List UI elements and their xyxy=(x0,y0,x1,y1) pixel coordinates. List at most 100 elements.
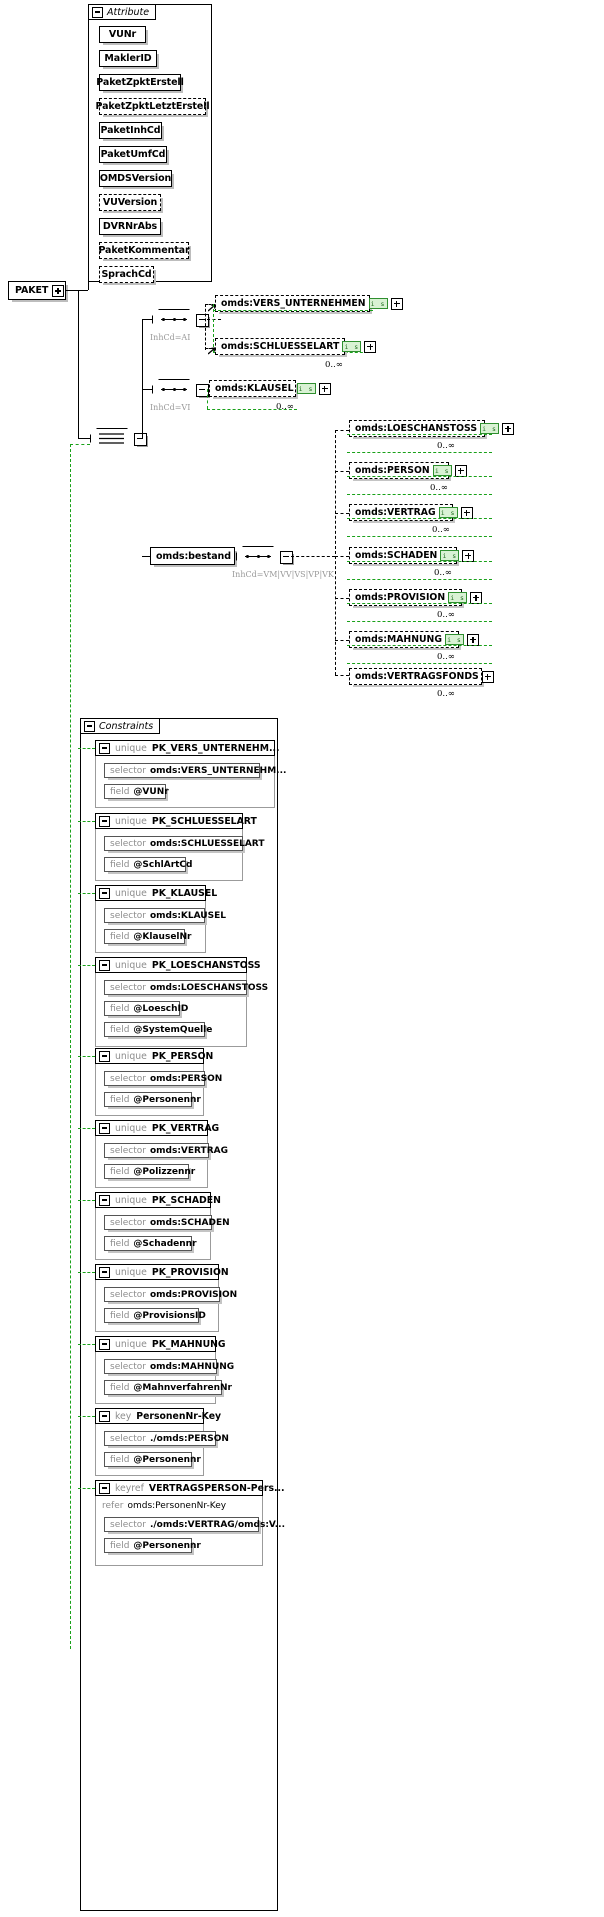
is-badge: i s xyxy=(448,592,468,603)
row-key: field xyxy=(110,1310,130,1321)
plus-icon[interactable] xyxy=(460,506,473,519)
constraint-selector-row[interactable]: selector omds:VERS_UNTERNEHM... xyxy=(104,763,286,778)
attribute-group-header[interactable]: Attribute xyxy=(88,4,157,20)
constraint-field-row[interactable]: field @KlauselNr xyxy=(104,929,191,944)
element-ref-label: omds:PROVISION xyxy=(355,592,446,603)
element-ref-label: omds:PERSON xyxy=(355,465,430,476)
constraint-kind: unique xyxy=(115,1194,147,1206)
row-value: @Schadennr xyxy=(133,1238,197,1249)
constraint-field-row[interactable]: field @Personennr xyxy=(104,1092,201,1107)
constraint-selector-row[interactable]: selector omds:VERTRAG xyxy=(104,1143,228,1158)
constraint-kind: unique xyxy=(115,1050,147,1062)
constraint-field-row[interactable]: field @LoeschID xyxy=(104,1001,188,1016)
row-key: selector xyxy=(110,1289,146,1300)
attribute-box-maklerid[interactable]: MaklerID xyxy=(99,50,157,67)
minus-icon[interactable] xyxy=(99,1482,110,1494)
plus-icon[interactable] xyxy=(364,340,377,353)
minus-icon[interactable] xyxy=(99,1050,110,1062)
collapse-handle[interactable] xyxy=(196,314,209,327)
minus-icon[interactable] xyxy=(92,6,103,18)
green-connector xyxy=(78,1416,95,1417)
attribute-box-paketumfcd[interactable]: PaketUmfCd xyxy=(99,146,167,163)
plus-icon[interactable] xyxy=(470,591,483,604)
row-key: field xyxy=(110,1382,130,1393)
attribute-box-paketinhcd[interactable]: PaketInhCd xyxy=(99,122,162,139)
minus-icon[interactable] xyxy=(99,959,110,971)
constraint-field-row[interactable]: field @SchlArtCd xyxy=(104,857,192,872)
attribute-box-omdsversion[interactable]: OMDSVersion xyxy=(99,170,172,187)
minus-icon[interactable] xyxy=(99,1194,110,1206)
minus-icon[interactable] xyxy=(99,742,110,754)
green-connector xyxy=(347,621,492,622)
minus-icon[interactable] xyxy=(99,1266,110,1278)
row-value: @Personennr xyxy=(133,1454,201,1465)
constraint-selector-row[interactable]: selector omds:LOESCHANSTOSS xyxy=(104,980,268,995)
collapse-handle[interactable] xyxy=(134,433,147,446)
green-connector xyxy=(78,1200,95,1201)
constraint-selector-row[interactable]: selector ./omds:PERSON xyxy=(104,1431,229,1446)
plus-icon[interactable] xyxy=(466,633,479,646)
root-element-paket[interactable]: PAKET xyxy=(8,281,66,300)
row-value: ./omds:PERSON xyxy=(149,1433,229,1444)
constraint-field-row[interactable]: field @Personennr xyxy=(104,1452,201,1467)
constraint-field-row[interactable]: field @Personennr xyxy=(104,1538,201,1553)
constraints-group-header[interactable]: Constraints xyxy=(80,718,161,734)
occurs-label: 0..∞ xyxy=(437,441,455,451)
attribute-box-sprachcd[interactable]: SprachCd xyxy=(99,266,154,283)
collapse-handle[interactable] xyxy=(196,384,209,397)
green-connector xyxy=(70,444,90,445)
green-connector xyxy=(347,561,492,562)
row-value: @MahnverfahrenNr xyxy=(133,1382,232,1393)
is-badge: i s xyxy=(438,507,458,518)
attribute-box-vuversion[interactable]: VUVersion xyxy=(99,194,161,211)
constraint-field-row[interactable]: field @ProvisionsID xyxy=(104,1308,206,1323)
minus-icon[interactable] xyxy=(84,720,95,732)
constraint-kind: unique xyxy=(115,887,147,899)
attribute-box-paketkommentar[interactable]: PaketKommentar xyxy=(98,242,190,259)
root-element-label: PAKET xyxy=(15,285,49,296)
constraint-selector-row[interactable]: selector omds:KLAUSEL xyxy=(104,908,226,923)
plus-icon[interactable] xyxy=(462,549,475,562)
constraint-field-row[interactable]: field @SystemQuelle xyxy=(104,1022,212,1037)
element-bestand-label: omds:bestand xyxy=(156,550,231,562)
constraint-field-row[interactable]: field @Polizzennr xyxy=(104,1164,195,1179)
occurs-label: 0..∞ xyxy=(432,525,450,535)
constraints-group-frame xyxy=(80,718,278,1911)
minus-icon[interactable] xyxy=(99,1338,110,1350)
constraint-field-row[interactable]: field @Schadennr xyxy=(104,1236,197,1251)
row-value: omds:LOESCHANSTOSS xyxy=(149,982,269,993)
constraint-selector-row[interactable]: selector omds:SCHLUESSELART xyxy=(104,836,264,851)
minus-icon[interactable] xyxy=(99,1122,110,1134)
minus-icon[interactable] xyxy=(99,887,110,899)
green-connector xyxy=(347,434,492,435)
plus-icon[interactable] xyxy=(481,670,494,683)
plus-icon[interactable] xyxy=(454,464,467,477)
green-connector xyxy=(78,1272,95,1273)
connector xyxy=(142,556,150,557)
plus-icon[interactable] xyxy=(390,297,403,310)
constraint-field-row[interactable]: field @VUNr xyxy=(104,784,169,799)
green-connector xyxy=(347,536,492,537)
minus-icon[interactable] xyxy=(99,815,110,827)
connector xyxy=(205,304,206,350)
minus-icon[interactable] xyxy=(99,1410,110,1422)
constraint-selector-row[interactable]: selector omds:SCHADEN xyxy=(104,1215,230,1230)
plus-icon[interactable] xyxy=(52,285,64,297)
constraint-selector-row[interactable]: selector ./omds:VERTRAG/omds:V... xyxy=(104,1517,285,1532)
constraint-name: VERTRAGSPERSON-Pers... xyxy=(148,1482,285,1494)
attribute-box-paketzpkterstell[interactable]: PaketZpktErstell xyxy=(96,74,184,91)
plus-icon[interactable] xyxy=(502,422,515,435)
constraint-selector-row[interactable]: selector omds:MAHNUNG xyxy=(104,1359,234,1374)
attribute-box-vunr[interactable]: VUNr xyxy=(99,26,146,43)
plus-icon[interactable] xyxy=(318,382,331,395)
green-connector xyxy=(207,389,208,409)
element-bestand[interactable]: omds:bestand xyxy=(150,547,235,565)
collapse-handle[interactable] xyxy=(280,551,293,564)
constraint-selector-row[interactable]: selector omds:PROVISION xyxy=(104,1287,237,1302)
green-connector xyxy=(78,1344,95,1345)
attribute-box-paketzpktletzterstell[interactable]: PaketZpktLetztErstell xyxy=(95,98,210,115)
attribute-box-dvrnrabs[interactable]: DVRNrAbs xyxy=(99,218,161,235)
constraint-selector-row[interactable]: selector omds:PERSON xyxy=(104,1071,222,1086)
constraint-field-row[interactable]: field @MahnverfahrenNr xyxy=(104,1380,232,1395)
row-key: selector xyxy=(110,1145,146,1156)
